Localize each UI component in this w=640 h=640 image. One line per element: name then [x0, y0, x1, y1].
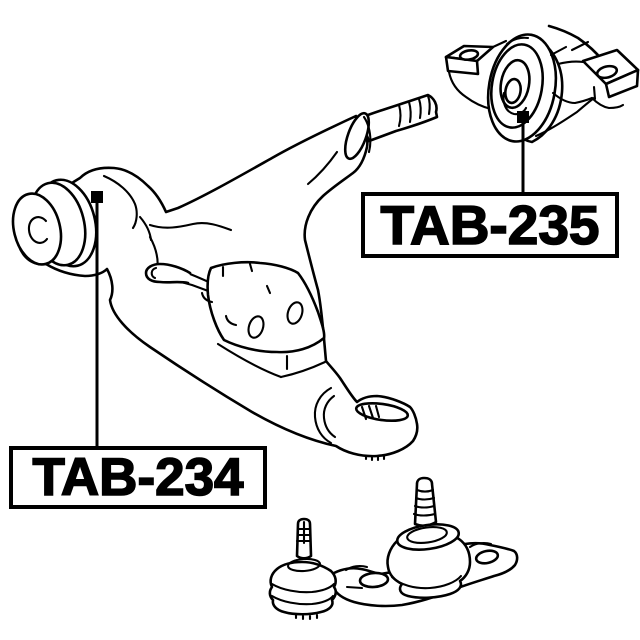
part-label-tab-234: TAB-234: [9, 446, 267, 509]
ball-joint-left-stud: [268, 517, 338, 621]
marker-square-tab-234: [91, 191, 103, 203]
part-code-text: TAB-235: [380, 193, 601, 256]
marker-square-tab-235: [517, 111, 529, 123]
bracket-hook-tab: [144, 262, 192, 285]
front-bushing-drawing: [11, 178, 98, 268]
arm-bracket-plate: [144, 260, 327, 379]
arm-stud: [358, 93, 439, 143]
callout-line-tab-235: [517, 111, 529, 192]
part-code-text: TAB-234: [32, 448, 245, 507]
callout-line-tab-234: [91, 191, 103, 446]
ball-joint-right-stud: [386, 476, 472, 600]
stud-collar: [343, 111, 371, 161]
rear-bushing-bracket-drawing: [444, 24, 640, 144]
arm-ball-socket: [313, 386, 410, 462]
bushing-face: [11, 192, 63, 266]
part-label-tab-235: TAB-235: [361, 192, 619, 258]
bushing-slot: [27, 216, 49, 244]
ball-joint-drawing: [268, 476, 519, 621]
